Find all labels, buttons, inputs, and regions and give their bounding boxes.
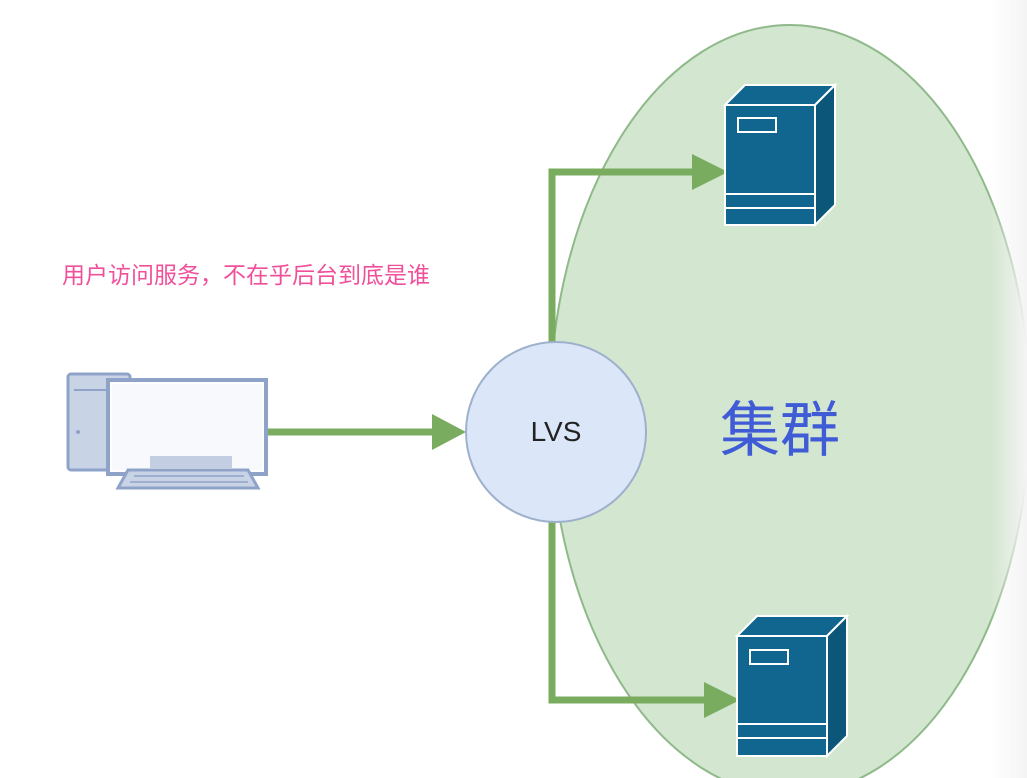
- desktop-computer-icon: [66, 372, 268, 490]
- lvs-label: LVS: [530, 416, 582, 447]
- arrowhead-server-bottom: [704, 682, 740, 718]
- arrowheads: [432, 154, 740, 718]
- server-tower-icon: [722, 82, 838, 228]
- arrowhead-server-top: [692, 154, 728, 190]
- caption-text: 用户访问服务，不在乎后台到底是谁: [62, 263, 430, 289]
- connector-lines: [268, 168, 712, 704]
- arrow-lvs-to-server-top: [548, 168, 700, 345]
- server-tower-icon: [734, 613, 850, 759]
- arrow-lvs-to-server-bottom: [548, 520, 712, 704]
- lvs-node: [465, 341, 647, 523]
- arrowhead-lvs: [432, 414, 466, 450]
- edge-shade: [990, 0, 1027, 778]
- cluster-label: 集群: [720, 396, 840, 466]
